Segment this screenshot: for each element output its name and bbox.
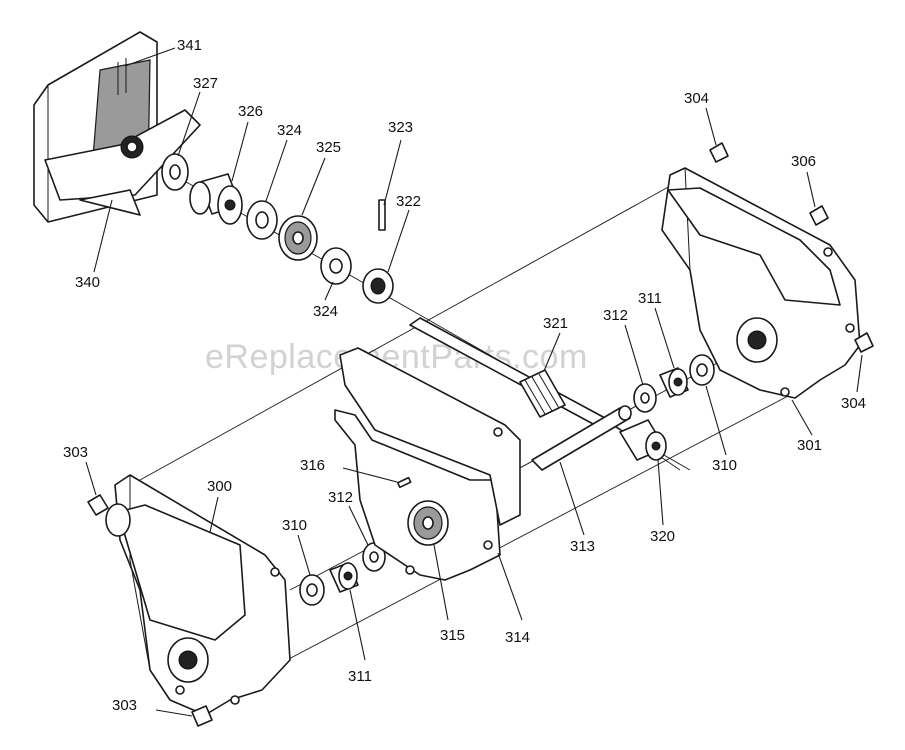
pin-323 — [378, 199, 386, 231]
gear-case-301 — [661, 167, 861, 399]
screw-303-lower — [191, 705, 213, 727]
fitting-306 — [809, 205, 829, 226]
callout-324-lower: 324 — [313, 303, 338, 320]
washer-327 — [161, 153, 189, 191]
callout-326: 326 — [238, 103, 263, 120]
callout-323: 323 — [388, 119, 413, 136]
callout-303-upper: 303 — [63, 444, 88, 461]
bearing-326 — [189, 173, 243, 225]
callout-325: 325 — [316, 139, 341, 156]
callout-320: 320 — [650, 528, 675, 545]
bushing-311-upper — [659, 367, 689, 398]
washer-324-lower — [320, 247, 352, 285]
collar-322 — [362, 268, 394, 304]
washer-310-upper — [689, 354, 715, 386]
gear-315 — [407, 500, 449, 546]
callout-321: 321 — [543, 315, 568, 332]
washer-312-lower — [362, 542, 386, 572]
callout-316: 316 — [300, 457, 325, 474]
callout-311-upper: 311 — [638, 290, 662, 307]
shaft-313 — [531, 405, 632, 471]
callout-301: 301 — [797, 437, 822, 454]
gear-case-300 — [105, 474, 291, 716]
gear-325 — [278, 215, 318, 261]
callout-313: 313 — [570, 538, 595, 555]
callout-310-lower: 310 — [282, 517, 307, 534]
callout-303-lower: 303 — [112, 697, 137, 714]
washer-324-upper — [246, 200, 278, 240]
callout-306: 306 — [791, 153, 816, 170]
key-316 — [396, 476, 412, 489]
callout-340: 340 — [75, 274, 100, 291]
callout-324-upper: 324 — [277, 122, 302, 139]
bracket-assembly-340 — [33, 31, 201, 223]
washer-312-upper — [633, 383, 657, 413]
callout-341: 341 — [177, 37, 202, 54]
callout-labels: 341 327 326 324 325 323 322 324 340 304 … — [63, 37, 866, 714]
gasket-314 — [334, 347, 521, 581]
callout-315: 315 — [440, 627, 465, 644]
bearing-320 — [619, 419, 667, 461]
screw-303-upper — [87, 494, 109, 516]
callout-312-upper: 312 — [603, 307, 628, 324]
leader-lines — [85, 47, 863, 717]
callout-310-upper: 310 — [712, 457, 737, 474]
bushing-311-lower — [329, 562, 359, 593]
callout-322: 322 — [396, 193, 421, 210]
callout-314: 314 — [505, 629, 530, 646]
callout-304-lower: 304 — [841, 395, 866, 412]
callout-311-lower: 311 — [348, 668, 372, 685]
screw-304-upper — [709, 142, 729, 163]
callout-312-lower: 312 — [328, 489, 353, 506]
callout-304-upper: 304 — [684, 90, 709, 107]
washer-310-lower — [299, 574, 325, 606]
callout-327: 327 — [193, 75, 218, 92]
screw-304-lower — [854, 332, 874, 353]
callout-300: 300 — [207, 478, 232, 495]
